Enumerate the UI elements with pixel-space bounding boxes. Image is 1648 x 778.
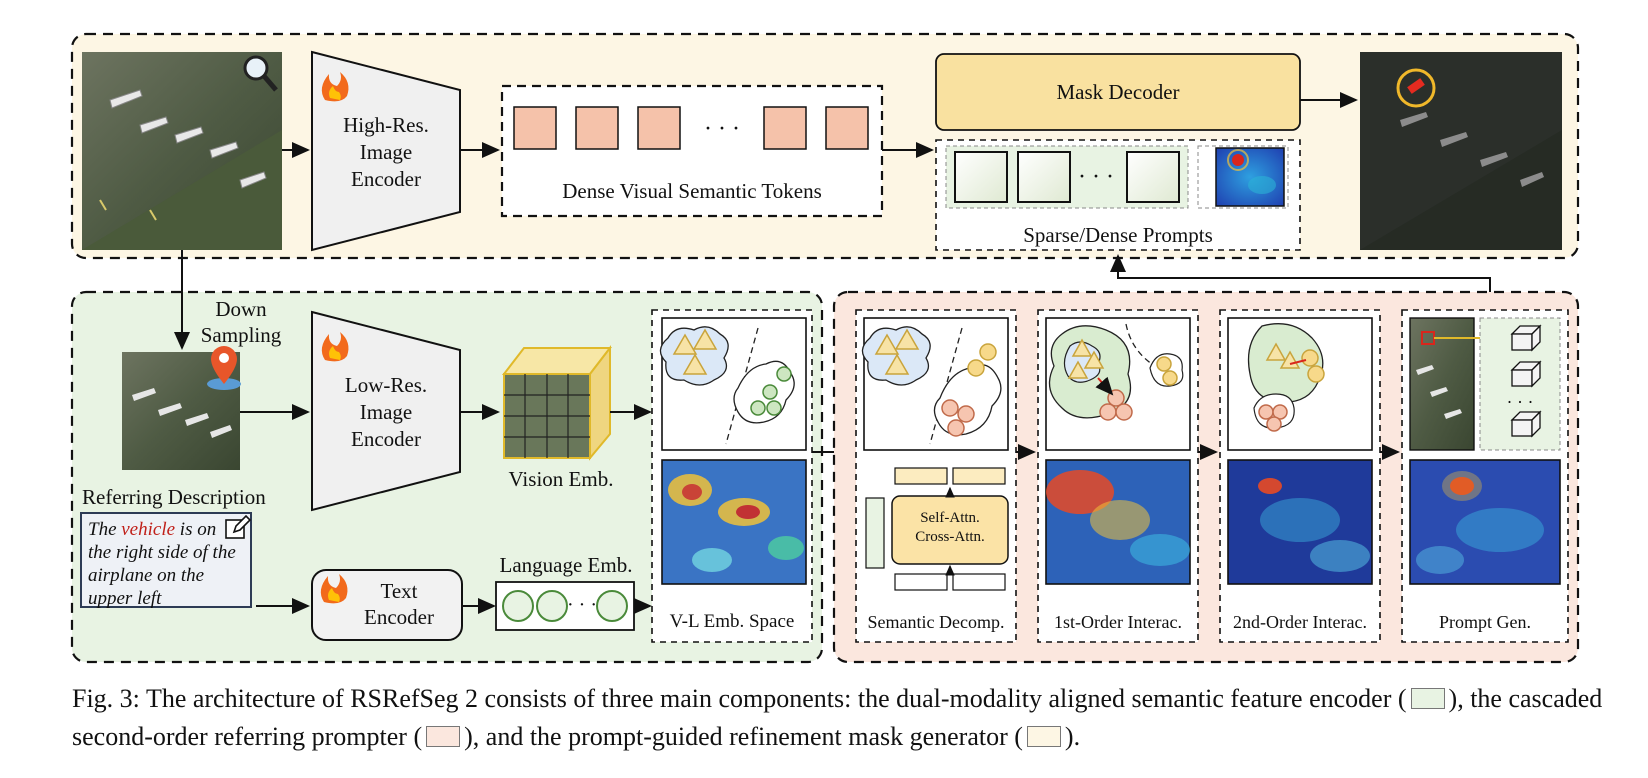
input-image xyxy=(82,52,282,250)
mask-decoder-label: Mask Decoder xyxy=(1056,80,1180,104)
dense-tokens-label: Dense Visual Semantic Tokens xyxy=(562,179,822,203)
caption-part-3: ), and the prompt-guided refinement mask… xyxy=(464,722,1023,751)
referring-description-box: The vehicle is on the right side of the … xyxy=(80,512,252,609)
dense-tokens-box xyxy=(500,84,884,218)
referring-target-word: vehicle xyxy=(121,519,176,540)
prompts-label: Sparse/Dense Prompts xyxy=(1023,223,1213,247)
referring-description-title: Referring Description xyxy=(82,485,266,509)
vision-embedding-cube xyxy=(501,345,613,461)
mask-decoder xyxy=(935,53,1301,131)
sparse-prompt-token xyxy=(954,151,1180,203)
second-order-label: 2nd-Order Interac. xyxy=(1233,612,1367,632)
referring-text-rest: is on the right side of the airplane on … xyxy=(88,519,236,609)
prompt-gen-label: Prompt Gen. xyxy=(1439,612,1531,632)
language-emb-label: Language Emb. xyxy=(499,553,633,577)
dense-prompt-heatmap xyxy=(1215,147,1285,207)
figure-caption: Fig. 3: The architecture of RSRefSeg 2 c… xyxy=(72,680,1612,756)
prompt-ellipsis: · · · xyxy=(1078,164,1114,190)
referring-text-start: The xyxy=(88,519,122,540)
fire-icon xyxy=(320,574,348,604)
cluster-diagram xyxy=(659,326,795,445)
vl-space-label: V-L Emb. Space xyxy=(669,611,795,632)
semantic-decomp-label: Semantic Decomp. xyxy=(867,612,1005,632)
token-ellipsis: · · · xyxy=(704,116,740,142)
high-res-image-encoder xyxy=(311,50,461,252)
output-mask-image xyxy=(1360,52,1562,250)
encoder-color-swatch xyxy=(1410,688,1445,709)
caption-part-2: ), the cascaded second-order referring p… xyxy=(72,684,1603,751)
high-res-encoder-label: High-Res. Image Encoder xyxy=(343,113,429,191)
dense-token xyxy=(513,106,869,150)
prompt-gen-ellipsis: · · · xyxy=(1506,392,1534,412)
location-pin-icon xyxy=(207,346,241,390)
caption-part-4: ). xyxy=(1064,722,1081,751)
first-order-label: 1st-Order Interac. xyxy=(1054,612,1182,632)
prompter-color-swatch xyxy=(426,726,461,747)
prompt-gen-stage xyxy=(1401,309,1569,643)
down-sampling-label: Down Sampling xyxy=(200,297,282,347)
feature-encoder-panel xyxy=(70,290,824,664)
text-encoder-label: Text Encoder xyxy=(364,579,434,629)
caption-part-1: Fig. 3: The architecture of RSRefSeg 2 c… xyxy=(72,684,1407,713)
first-order-stage xyxy=(1037,309,1199,643)
fire-icon xyxy=(321,332,349,362)
attn-label: Self-Attn. Cross-Attn. xyxy=(915,510,985,545)
edit-icon xyxy=(225,514,252,539)
magnifier-icon xyxy=(243,55,278,92)
semantic-decomp-stage xyxy=(855,309,1017,643)
low-res-encoder-label: Low-Res. Image Encoder xyxy=(344,373,428,451)
generator-color-swatch xyxy=(1026,726,1061,747)
language-ellipsis: · · · xyxy=(567,594,597,616)
architecture-diagram xyxy=(70,32,1580,664)
vision-emb-label: Vision Emb. xyxy=(508,467,614,491)
second-order-stage xyxy=(1219,309,1381,643)
fire-icon xyxy=(321,72,349,102)
referring-prompter-panel xyxy=(832,290,1580,664)
low-res-image-encoder xyxy=(311,310,461,512)
